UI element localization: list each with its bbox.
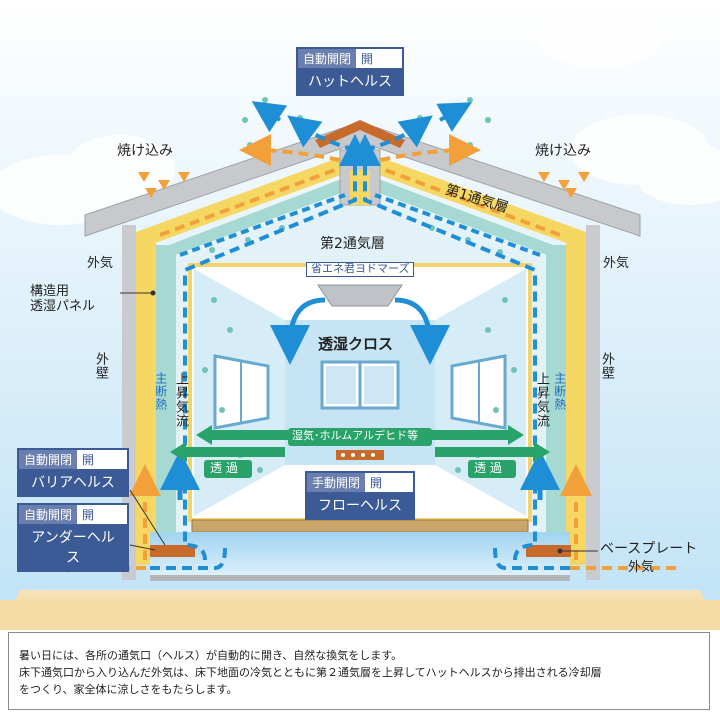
window-right (452, 356, 505, 428)
tag-state: 開 (365, 473, 387, 492)
label-gaiheki-right: 外壁 (598, 352, 613, 380)
label-touka-left: 透 過 (210, 462, 238, 476)
label-shikki: 湿気･ホルムアルデヒド等 (292, 430, 418, 443)
label-touka-right: 透 過 (474, 462, 502, 476)
window-center (322, 362, 398, 408)
label-shudan-right: 主断熱 (552, 372, 566, 411)
caption-line-2: 床下通気口から入り込んだ外気は、床下地面の冷気とともに第２通気層を上昇してハット… (19, 664, 699, 681)
caption-line-3: をつくり、家全体に涼しさをもたらします。 (19, 681, 699, 698)
tag-hat-health: 自動開閉開 ハットヘルス (296, 47, 404, 96)
tag-state: 開 (77, 505, 99, 524)
floor (192, 520, 528, 532)
window-left (215, 356, 268, 428)
tag-state: 開 (356, 49, 378, 68)
tag-mode: 自動開閉 (19, 505, 77, 524)
tag-mode: 手動開閉 (307, 473, 365, 492)
house-ventilation-diagram: 焼け込み 焼け込み 第1通気層 第2通気層 外気 外気 構造用 透湿パネル 外壁… (0, 0, 720, 630)
tag-name: フローヘルス (307, 492, 413, 518)
label-toushitsu-cloth: 透湿クロス (318, 336, 393, 353)
tag-barrier-health: 自動開閉開 バリアヘルス (17, 448, 129, 497)
tag-name: ハットヘルス (298, 68, 402, 94)
caption-box: 暑い日には、各所の通気口（ヘルス）が自動的に開き、自然な換気をします。 床下通気… (8, 632, 710, 710)
caption-line-1: 暑い日には、各所の通気口（ヘルス）が自動的に開き、自然な換気をします。 (19, 647, 699, 664)
label-shudan-left: 主断熱 (153, 372, 167, 411)
label-kouzou: 構造用 透湿パネル (30, 285, 95, 315)
tag-mode: 自動開閉 (19, 450, 77, 469)
tag-name: アンダーヘルス (19, 524, 127, 570)
label-gaiheki-left: 外壁 (92, 352, 107, 380)
tag-flow-health: 手動開閉開 フローヘルス (305, 471, 415, 520)
label-gaiki-bottom-right: 外気 (628, 561, 654, 576)
tag-name: バリアヘルス (19, 469, 127, 495)
label-dai2: 第2通気層 (320, 236, 385, 252)
label-gaiki-left: 外気 (87, 257, 113, 272)
tag-mode: 自動開閉 (298, 49, 356, 68)
label-yodomars: 省エネ君ヨドマーズ (306, 262, 414, 277)
tag-state: 開 (77, 450, 99, 469)
label-gaiki-right: 外気 (603, 257, 629, 272)
label-joushou-right: 上昇気流 (533, 372, 548, 428)
wall-right (586, 225, 600, 580)
label-yakekomi-right: 焼け込み (535, 143, 591, 159)
label-joushou-left: 上昇気流 (172, 372, 187, 428)
label-base-plate: ベースプレート (600, 541, 697, 557)
tag-under-health: 自動開閉開 アンダーヘルス (17, 503, 129, 572)
flow-health-vent (336, 450, 384, 460)
insulation-right (566, 235, 586, 565)
yodomars-unit (318, 285, 402, 306)
label-yakekomi-left: 焼け込み (117, 143, 173, 159)
underfloor (150, 532, 570, 577)
